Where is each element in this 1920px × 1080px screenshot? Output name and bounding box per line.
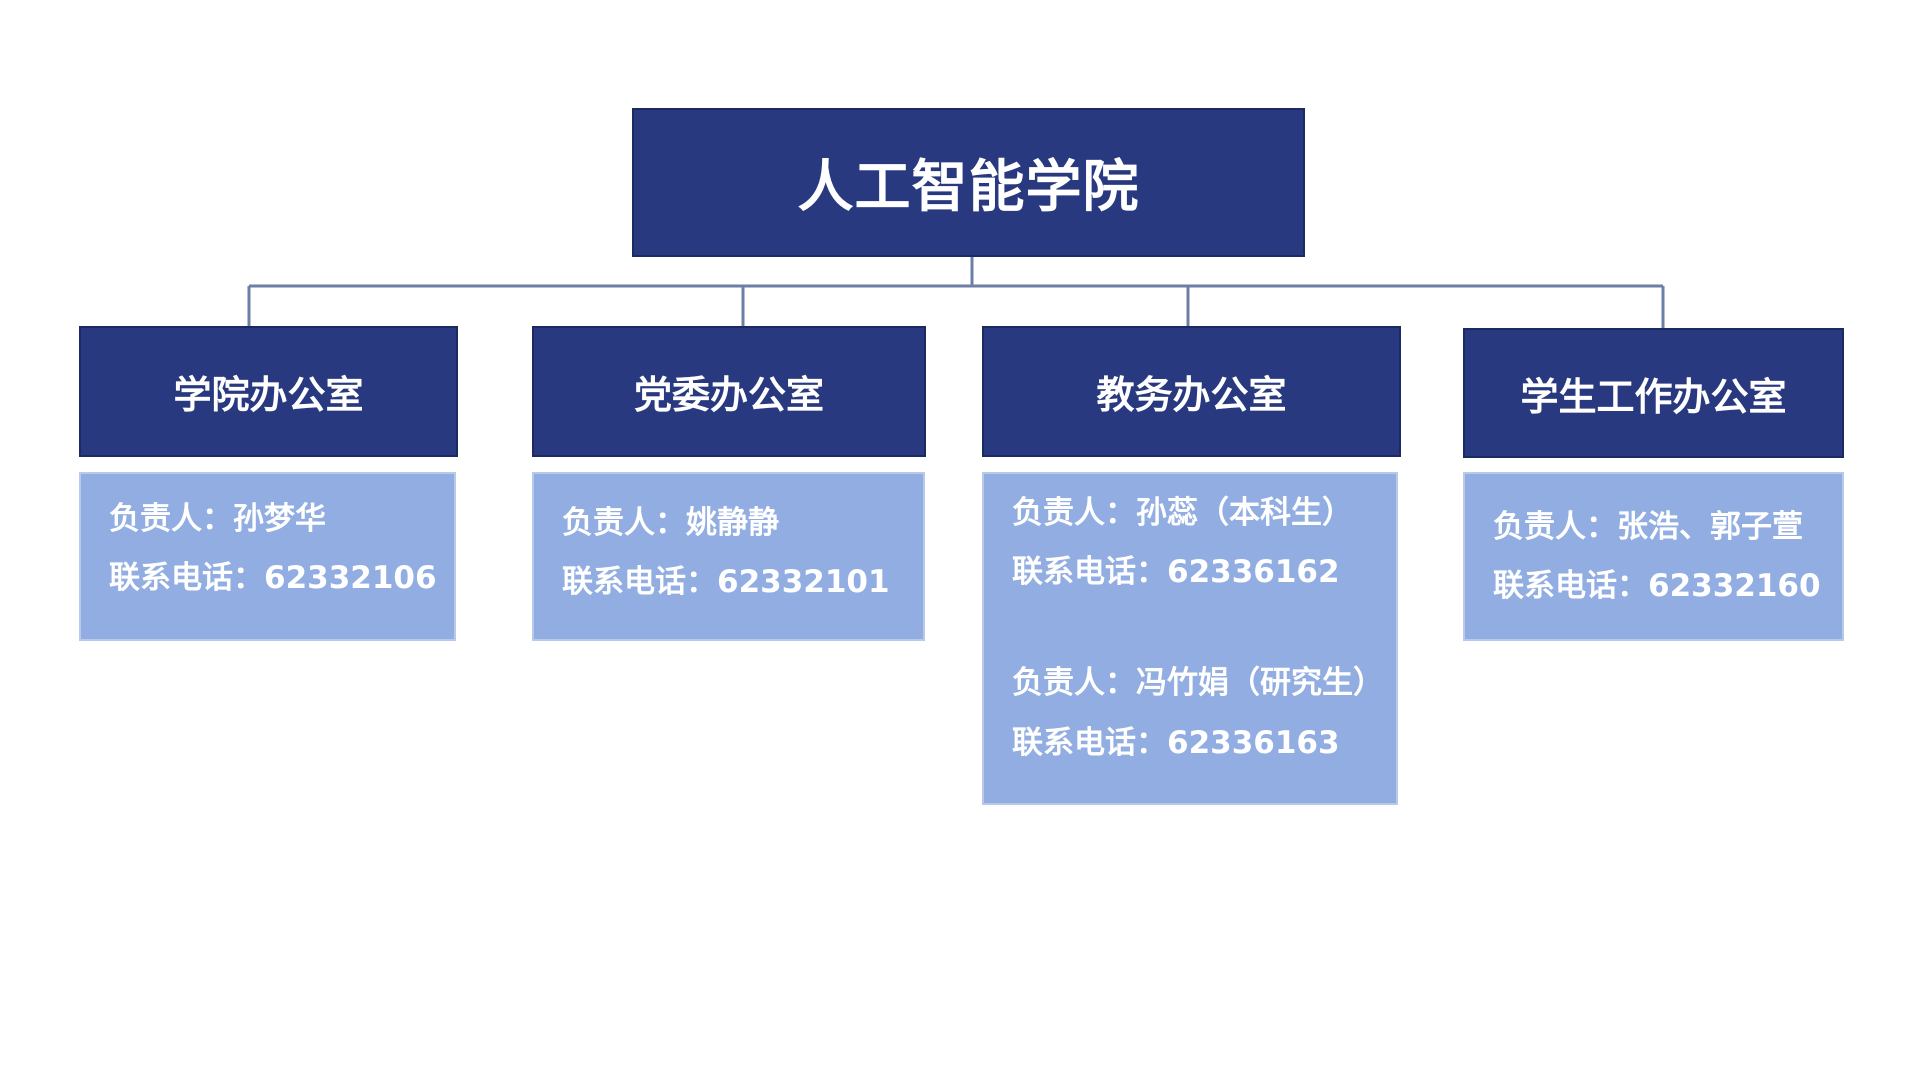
- root-title: 人工智能学院: [797, 155, 1140, 220]
- department-details-3: 负责人：孙蕊（本科生） 联系电话：62336162 负责人：冯竹娟（研究生） 联…: [982, 472, 1398, 805]
- contact-person: 负责人：孙梦华: [109, 501, 326, 537]
- department-details-2: 负责人：姚静静 联系电话：62332101: [532, 472, 925, 641]
- department-box-2: 党委办公室: [532, 326, 926, 457]
- department-box-3: 教务办公室: [982, 326, 1401, 457]
- department-title: 学生工作办公室: [1520, 374, 1787, 419]
- contact-phone: 联系电话：62336163: [1012, 724, 1340, 761]
- contact-phone: 联系电话：62332101: [562, 564, 890, 601]
- department-box-1: 学院办公室: [79, 326, 458, 457]
- contact-person: 负责人：孙蕊（本科生）: [1012, 495, 1353, 531]
- department-details-1: 负责人：孙梦华 联系电话：62332106: [79, 472, 456, 641]
- contact-phone: 联系电话：62336162: [1012, 554, 1340, 591]
- department-title: 学院办公室: [173, 373, 364, 417]
- department-box-4: 学生工作办公室: [1463, 328, 1844, 458]
- contact-person: 负责人：姚静静: [562, 505, 779, 541]
- root-box: 人工智能学院: [632, 108, 1305, 257]
- contact-person: 负责人：张浩、郭子萱: [1493, 509, 1803, 545]
- department-title: 教务办公室: [1096, 373, 1287, 417]
- department-details-4: 负责人：张浩、郭子萱 联系电话：62332160: [1463, 472, 1844, 641]
- department-title: 党委办公室: [633, 373, 824, 417]
- contact-phone: 联系电话：62332106: [109, 560, 437, 597]
- contact-phone: 联系电话：62332160: [1493, 568, 1821, 605]
- contact-person: 负责人：冯竹娟（研究生）: [1012, 665, 1384, 702]
